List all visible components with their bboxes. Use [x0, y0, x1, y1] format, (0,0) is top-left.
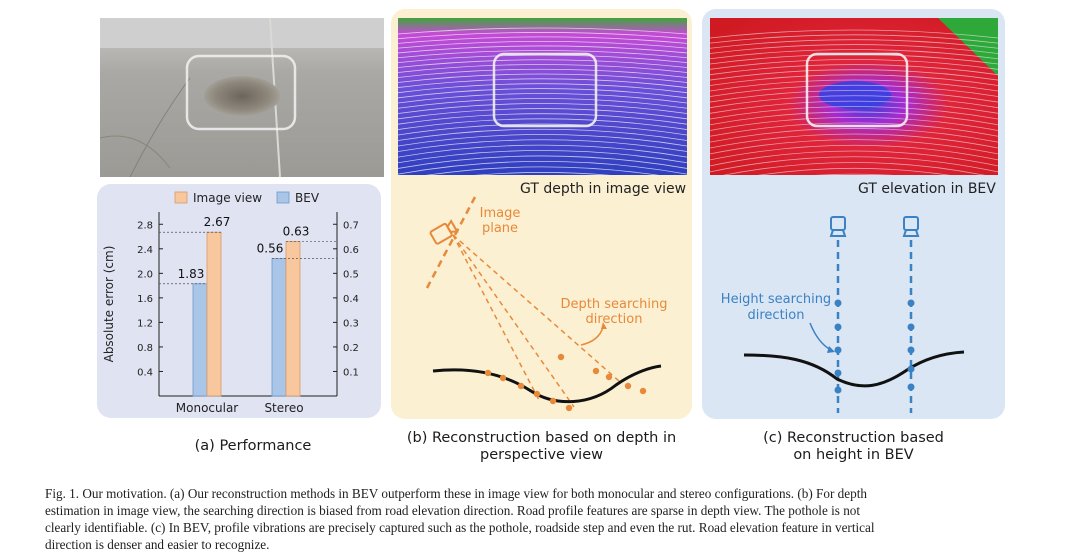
legend-swatch-bev [276, 191, 290, 204]
right-tick-label: 0.5 [343, 269, 359, 280]
left-tick-label: 0.8 [137, 343, 153, 354]
right-tick-label: 0.4 [343, 294, 359, 305]
right-tick-label: 0.1 [343, 367, 359, 378]
bar-bev-monocular [192, 283, 208, 397]
y-axis-label: Absolute error (cm) [102, 246, 116, 363]
image-plane-label-1: Image [480, 206, 521, 221]
right-tick-label: 0.7 [343, 220, 359, 231]
legend-label-image-view: Image view [193, 191, 262, 205]
data-label-bev: 1.83 [178, 267, 205, 281]
panel-a-caption: (a) Performance [194, 438, 312, 454]
gt-depth-label: GT depth in image view [520, 181, 687, 197]
road-profile-bev [743, 350, 965, 388]
panel-b-caption: (b) Reconstruction based on depth in per… [391, 430, 692, 464]
height-diagram: Height searching direction [721, 216, 965, 413]
legend-swatch-image-view [174, 191, 188, 204]
pothole-photo [100, 18, 384, 177]
panel-b-caption-line-2: perspective view [480, 447, 603, 463]
image-plane-line [425, 196, 477, 289]
left-tick-label: 2.0 [137, 269, 153, 280]
depth-diagram: Image plane Depth searching direction [425, 196, 668, 412]
height-samples [834, 299, 915, 394]
data-label-image-view: 2.67 [204, 215, 231, 229]
depth-search-label-1: Depth searching [560, 297, 667, 312]
left-tick-label: 2.8 [137, 220, 153, 231]
bar-image-view-monocular [206, 231, 222, 397]
left-tick-label: 1.6 [137, 294, 153, 305]
right-tick-label: 0.3 [343, 318, 359, 329]
legend-label-bev: BEV [295, 191, 320, 205]
panel-b-caption-line-1: (b) Reconstruction based on depth in [406, 430, 677, 446]
left-tick-label: 1.2 [137, 318, 153, 329]
panel-c-caption-line-1: (c) Reconstruction based [763, 430, 944, 446]
height-search-label-2: direction [748, 308, 805, 323]
camera-icon [429, 219, 459, 245]
gt-depth-image [398, 18, 687, 175]
height-search-label-1: Height searching [721, 292, 831, 307]
x-tick-stereo: Stereo [264, 401, 303, 415]
figure-caption-line-4: direction is denser and easier to recogn… [45, 537, 270, 552]
data-label-bev: 0.56 [257, 242, 284, 256]
image-plane-label-2: plane [482, 221, 518, 236]
depth-search-label-2: direction [586, 312, 643, 327]
road-profile [432, 364, 662, 404]
figure-caption: Fig. 1. Our motivation. (a) Our reconstr… [45, 485, 1073, 553]
left-tick-label: 0.4 [137, 367, 153, 378]
figure-caption-line-3: clearly identifiable. (c) In BEV, profil… [45, 520, 875, 535]
camera-icon-1 [829, 216, 847, 237]
gt-elevation-label: GT elevation in BEV [858, 181, 996, 197]
panel-c-caption: (c) Reconstruction based on height in BE… [702, 430, 1005, 464]
gt-elevation-image [710, 18, 998, 175]
bar-bev-stereo [271, 258, 287, 397]
bars [159, 231, 337, 397]
right-tick-label: 0.6 [343, 245, 359, 256]
figure-caption-line-1: Fig. 1. Our motivation. (a) Our reconstr… [45, 486, 867, 501]
bar-image-view-stereo [285, 241, 301, 397]
data-label-image-view: 0.63 [283, 224, 310, 238]
panel-a-background [97, 184, 381, 418]
left-tick-label: 2.4 [137, 245, 153, 256]
figure-caption-line-2: estimation in image view, the searching … [45, 503, 861, 518]
right-ticks: 0.1 0.2 0.3 0.4 0.5 0.6 0.7 [333, 220, 359, 378]
right-tick-label: 0.2 [343, 343, 359, 354]
left-ticks: 0.4 0.8 1.2 1.6 2.0 2.4 2.8 [137, 220, 163, 378]
depth-samples [484, 353, 647, 412]
depth-rays [452, 234, 620, 408]
x-tick-monocular: Monocular [176, 401, 239, 415]
panel-c-caption-line-2: on height in BEV [793, 447, 914, 463]
performance-chart: Image view BEV 0.4 0.8 1.2 1.6 2.0 2.4 2.8 0.1… [102, 191, 359, 415]
bar-labels: 1.83 2.67 0.56 0.63 [178, 215, 310, 281]
camera-icon-2 [902, 216, 920, 237]
